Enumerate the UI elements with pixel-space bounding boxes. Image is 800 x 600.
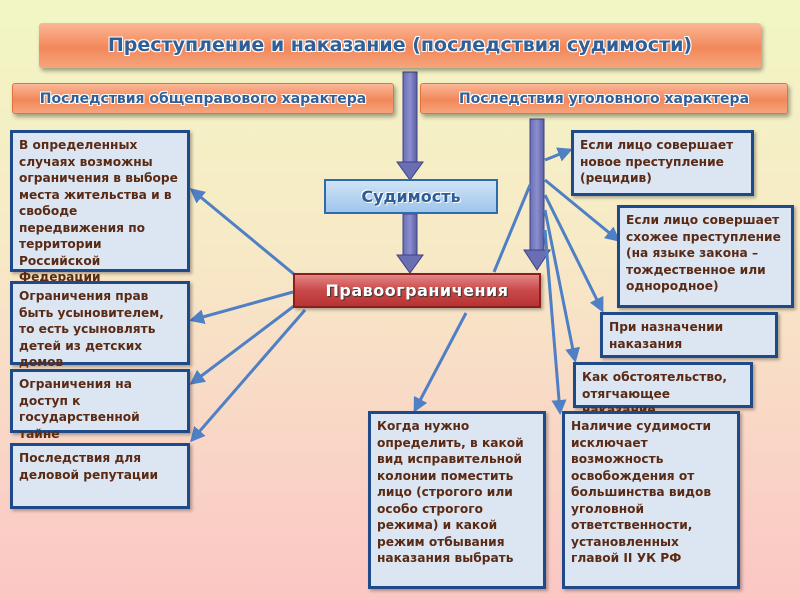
right-box-sentencing: При назначении наказания [600,312,778,358]
arrow-to-right-box-2 [544,178,621,242]
arrow-right-stem-left [492,184,532,273]
arrow-to-left-box-1 [189,188,296,277]
arrow-to-right-box-1 [544,147,573,162]
left-header: Последствия общеправового характера [12,83,394,114]
left-box-adoption: Ограничения прав быть усыновителем, то е… [10,281,190,369]
left-box-reputation: Последствия для деловой репутации [10,443,190,509]
arrow-to-right-box-4 [543,209,581,363]
sudimost-node: Судимость [324,179,498,214]
arrow-title-to-sudimost [396,71,424,181]
right-box-similar-crime: Если лицо совершает схожее преступление … [617,205,794,308]
arrow-right-header-down [523,118,551,271]
arrow-sudimost-to-pravo [396,213,424,274]
pravoogranicheniya-node: Правоограничения [293,273,541,308]
right-box-aggravating: Как обстоятельство, отягчающее наказание [573,362,753,417]
left-box-residence: В определенных случаях возможны ограниче… [10,130,190,284]
arrow-to-bottom-box-2 [543,229,567,415]
arrow-to-left-box-3 [189,301,299,385]
arrow-to-right-box-3 [543,194,604,313]
bottom-box-exemption: Наличие судимости исключает возможность … [562,411,740,589]
arrow-to-left-box-2 [189,290,294,325]
left-box-state-secret: Ограничения на доступ к государственной … [10,369,190,441]
bottom-box-colony: Когда нужно определить, в какой вид испр… [368,411,546,589]
right-header: Последствия уголовного характера [420,83,788,114]
arrow-to-left-box-4 [190,309,307,443]
page-title: Преступление и наказание (последствия су… [39,23,761,68]
right-box-recidivism: Если лицо совершает новое преступление (… [571,130,754,196]
arrow-to-bottom-box-1 [413,312,468,413]
